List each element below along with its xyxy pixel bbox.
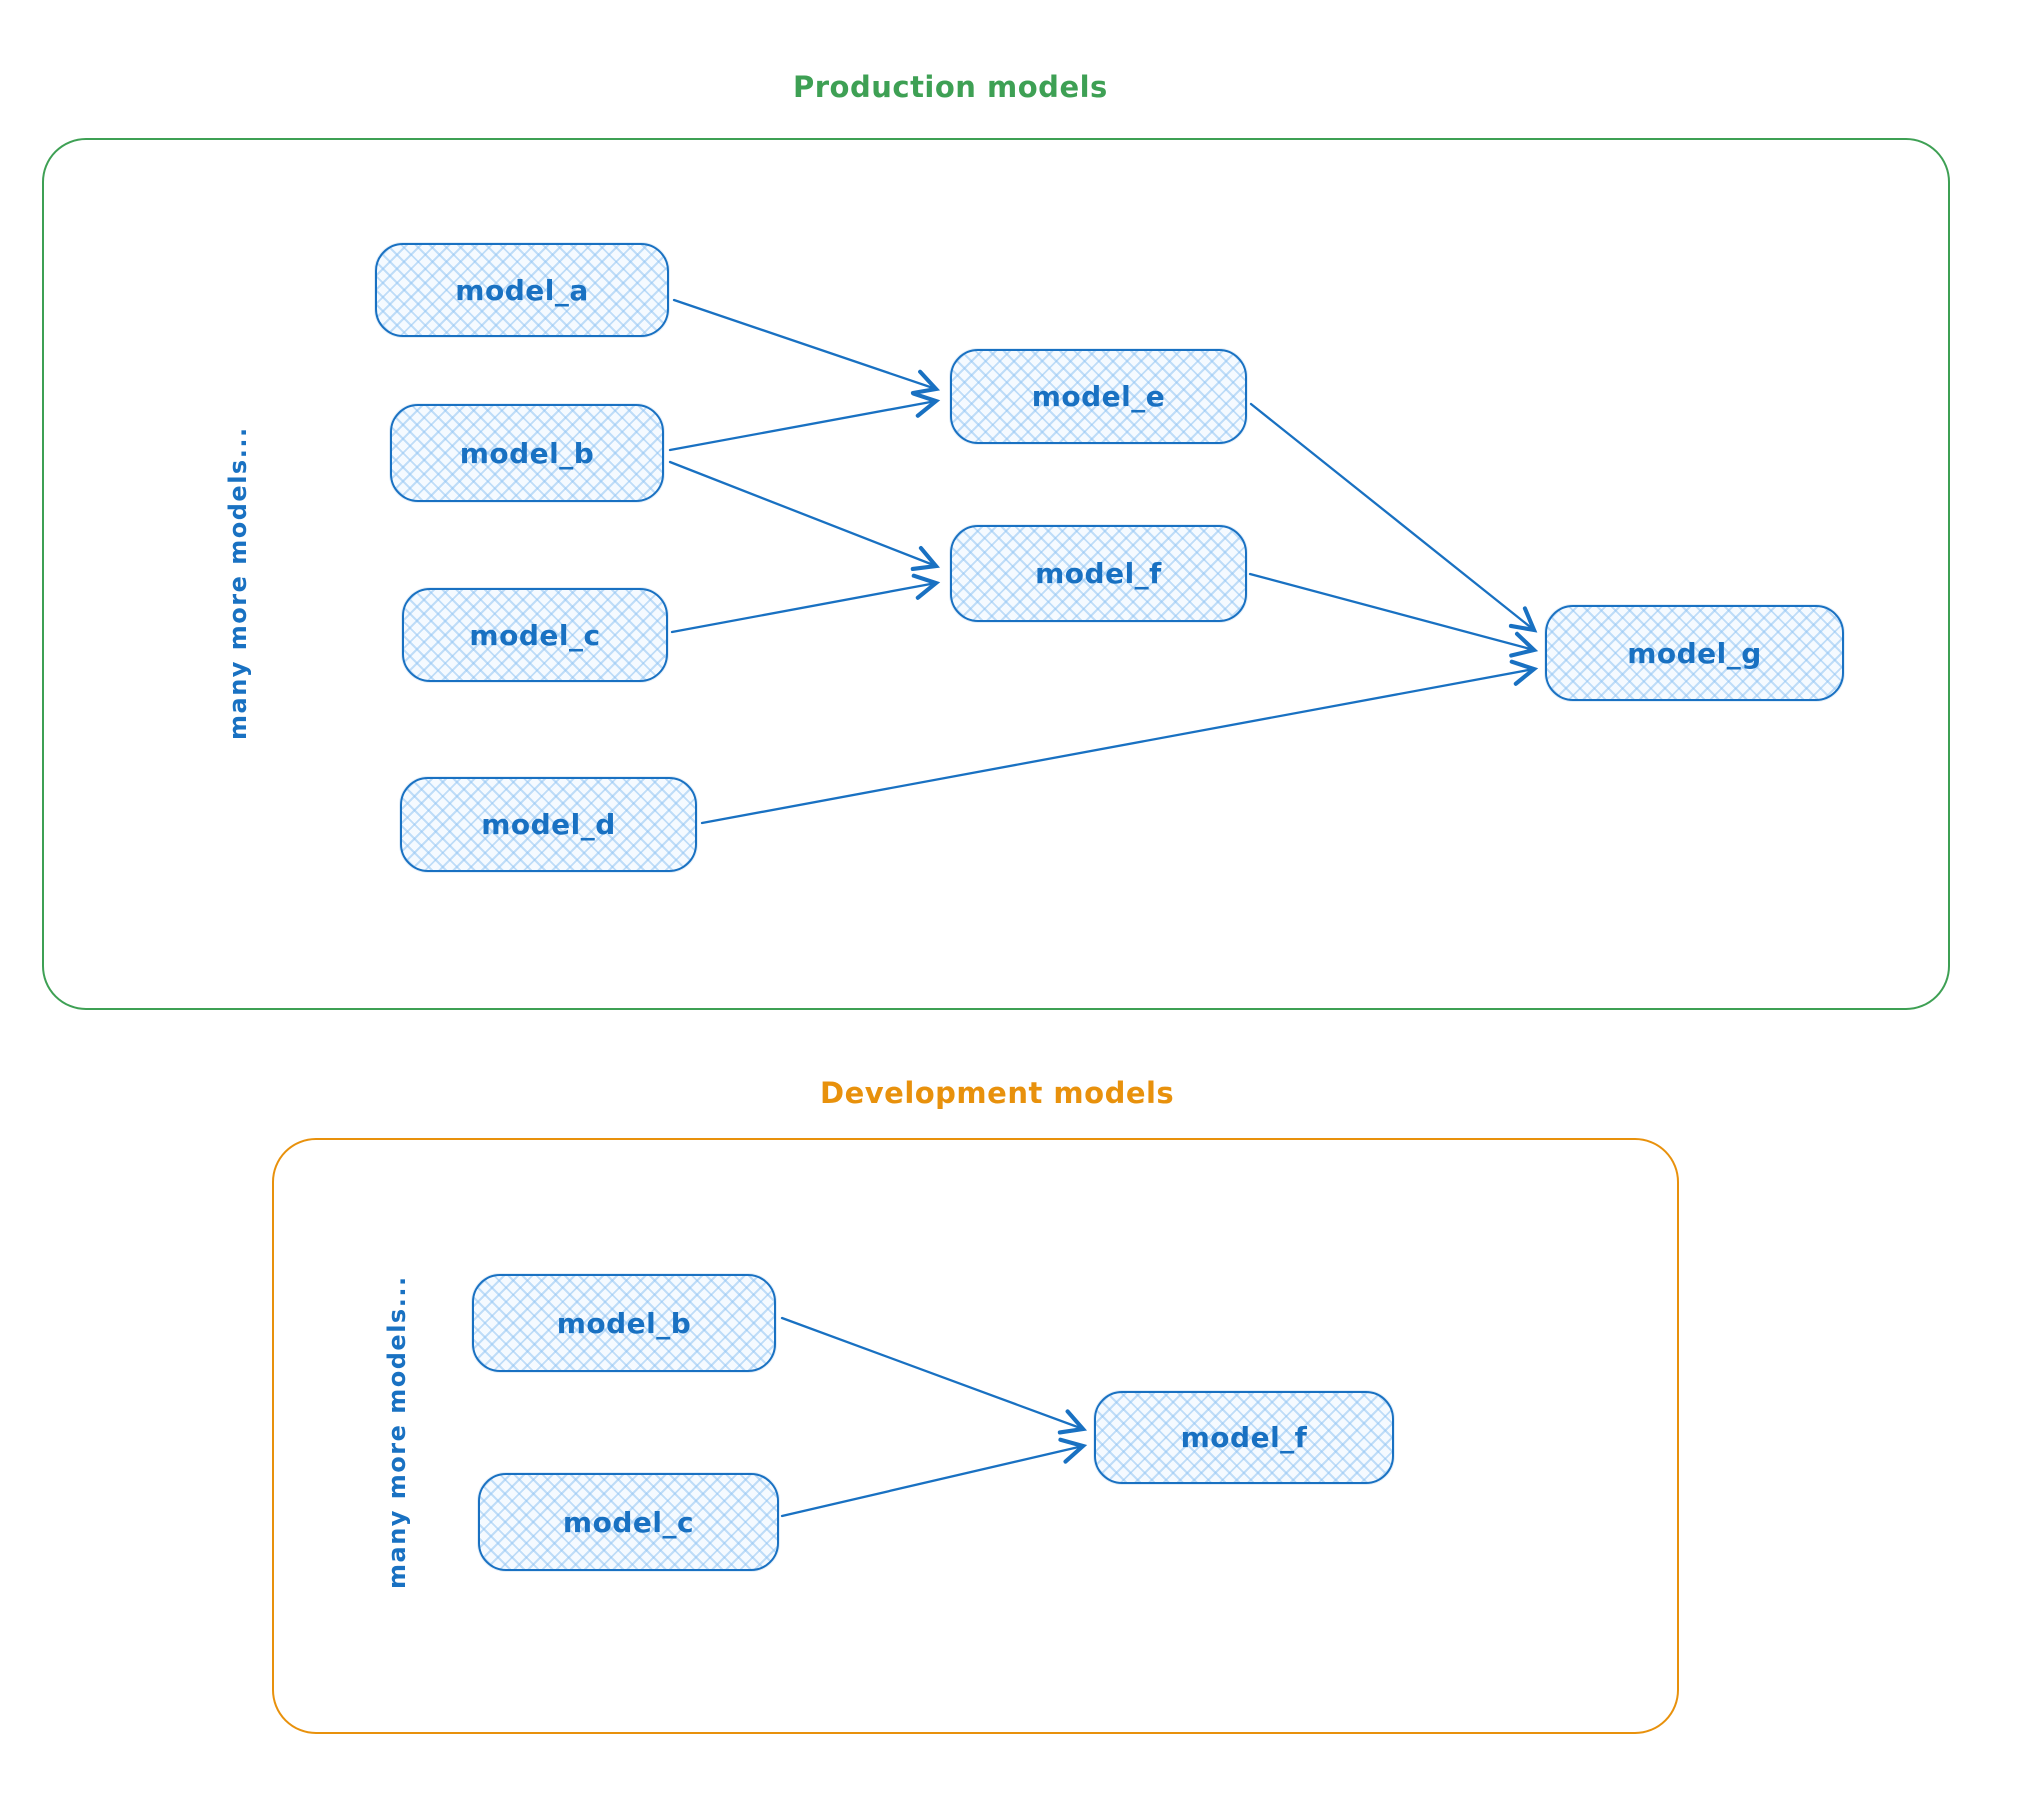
node-production-model-f[interactable]: model_f xyxy=(950,525,1247,622)
node-development-model-f[interactable]: model_f xyxy=(1094,1391,1394,1484)
node-development-model-c[interactable]: model_c xyxy=(478,1473,779,1571)
node-label: model_c xyxy=(562,1505,695,1539)
node-production-model-e[interactable]: model_e xyxy=(950,349,1247,444)
node-label: model_g xyxy=(1627,636,1762,670)
node-production-model-c[interactable]: model_c xyxy=(402,588,668,682)
node-production-model-d[interactable]: model_d xyxy=(400,777,697,872)
node-production-model-g[interactable]: model_g xyxy=(1545,605,1844,701)
production-frame xyxy=(42,138,1950,1010)
node-label: model_f xyxy=(1180,1421,1308,1454)
node-label: model_f xyxy=(1035,557,1162,590)
node-label: model_a xyxy=(455,273,589,307)
node-production-model-b[interactable]: model_b xyxy=(390,404,664,502)
node-development-model-b[interactable]: model_b xyxy=(472,1274,776,1372)
development-side-label: many more models... xyxy=(383,1275,411,1589)
node-production-model-a[interactable]: model_a xyxy=(375,243,669,337)
production-section-title: Production models xyxy=(793,70,1108,104)
node-label: model_b xyxy=(556,1306,692,1340)
development-frame xyxy=(272,1138,1679,1734)
development-section-title: Development models xyxy=(820,1076,1175,1110)
node-label: model_c xyxy=(469,618,601,652)
node-label: model_d xyxy=(481,808,616,841)
node-label: model_e xyxy=(1031,380,1166,413)
node-label: model_b xyxy=(459,436,595,470)
production-side-label: many more models... xyxy=(224,426,252,740)
